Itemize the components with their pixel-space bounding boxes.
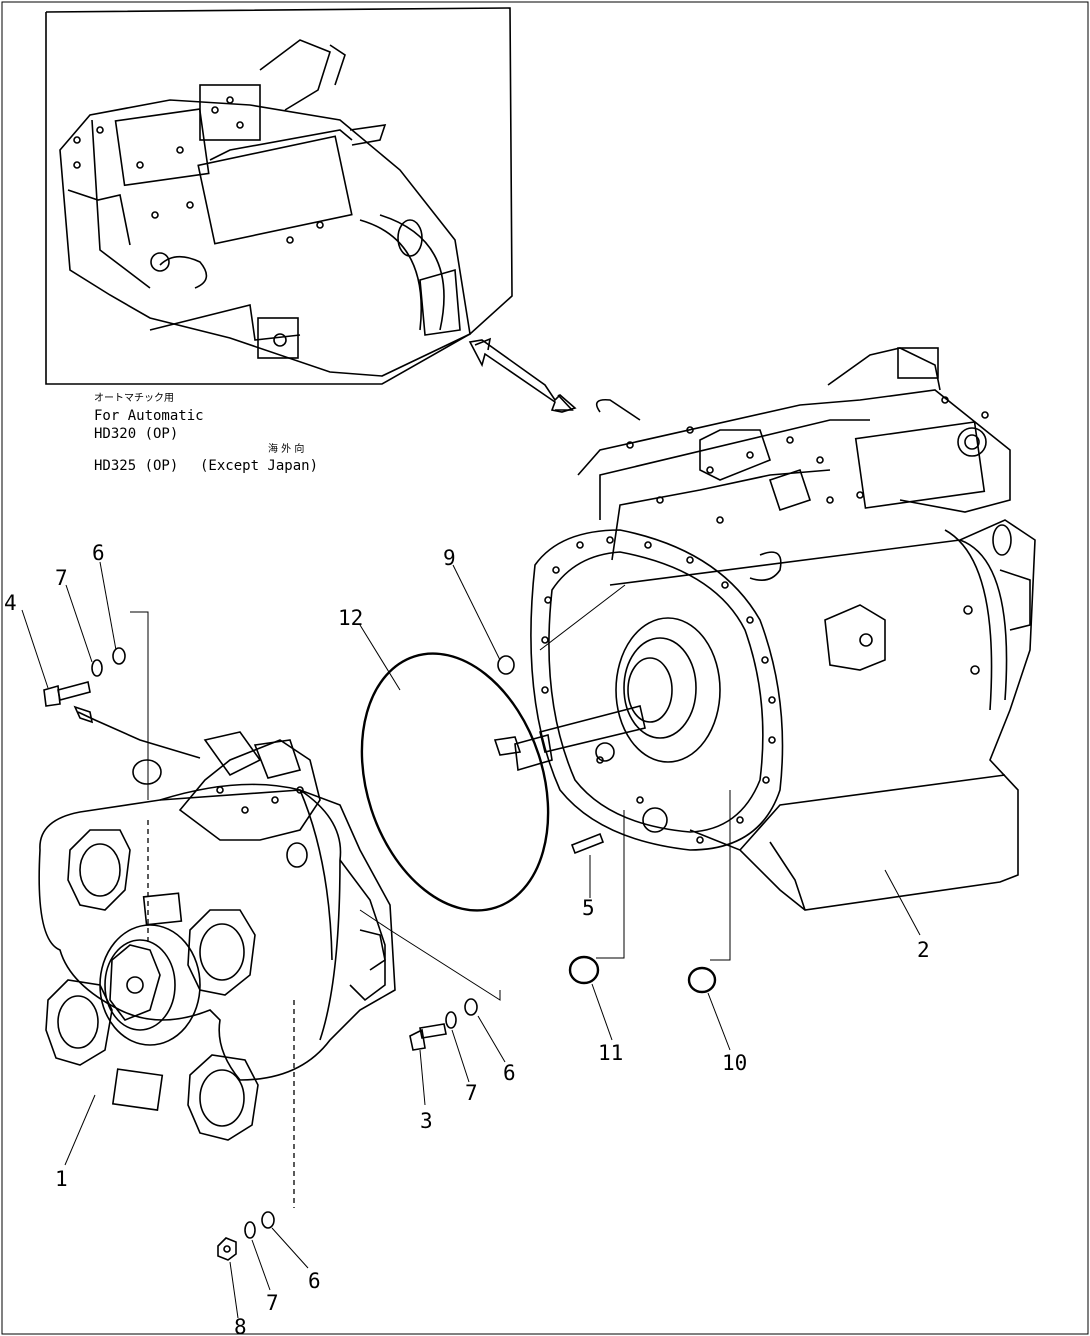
o-ring-10: [687, 966, 717, 994]
inset-model-a: HD320 (OP): [94, 426, 178, 442]
callout-6: 6: [92, 541, 105, 565]
port-ring-upper-right: [187, 909, 256, 996]
callout-10: 10: [722, 1051, 747, 1075]
stud-5: [570, 832, 605, 855]
inset-region-jp: 海 外 向: [268, 442, 304, 455]
callout-7: 7: [55, 566, 68, 590]
inset-caption-en: For Automatic: [94, 408, 204, 424]
bolt-3: [409, 1023, 447, 1051]
callout-6-bottom: 6: [308, 1269, 321, 1293]
callout-5: 5: [582, 896, 595, 920]
callout-1: 1: [55, 1167, 68, 1191]
callout-8: 8: [234, 1315, 247, 1336]
port-ring-upper-left: [67, 829, 131, 911]
callout-11: 11: [598, 1041, 623, 1065]
o-ring-9: [497, 655, 515, 675]
port-ring-lower-left: [45, 979, 113, 1066]
transmission-assembly: [493, 347, 1036, 911]
transfer-case: [38, 705, 396, 1141]
callout-3: 3: [420, 1109, 433, 1133]
bolt-4: [43, 681, 91, 707]
lock-washer-7-bottom: [244, 1221, 256, 1239]
callout-4: 4: [4, 591, 17, 615]
callout-12: 12: [338, 606, 363, 630]
inset-model-b: HD325 (OP): [94, 458, 178, 474]
port-ring-lower-right: [187, 1054, 259, 1141]
callout-leaders: [21, 561, 921, 1319]
reference-double-arrow: [468, 337, 577, 413]
washer-6-top: [112, 647, 126, 665]
nut-8: [217, 1237, 237, 1261]
washer-6-bottom: [261, 1211, 275, 1229]
callout-9: 9: [443, 546, 456, 570]
large-o-ring: [360, 652, 550, 912]
callout-6-mid: 6: [503, 1061, 516, 1085]
inset-caption-jp: オートマチック用: [94, 392, 174, 404]
lock-washer-7-mid: [445, 1011, 457, 1029]
callout-7-mid: 7: [465, 1081, 478, 1105]
inset-region-en: (Except Japan): [200, 458, 318, 474]
lock-washer-7-top: [91, 659, 103, 677]
inset-automatic-variant: [45, 7, 513, 385]
callout-7-bottom: 7: [266, 1291, 279, 1315]
callout-2: 2: [917, 938, 930, 962]
alignment-lines: [130, 584, 731, 1208]
o-ring-11: [568, 955, 600, 985]
washer-6-mid: [464, 998, 478, 1016]
